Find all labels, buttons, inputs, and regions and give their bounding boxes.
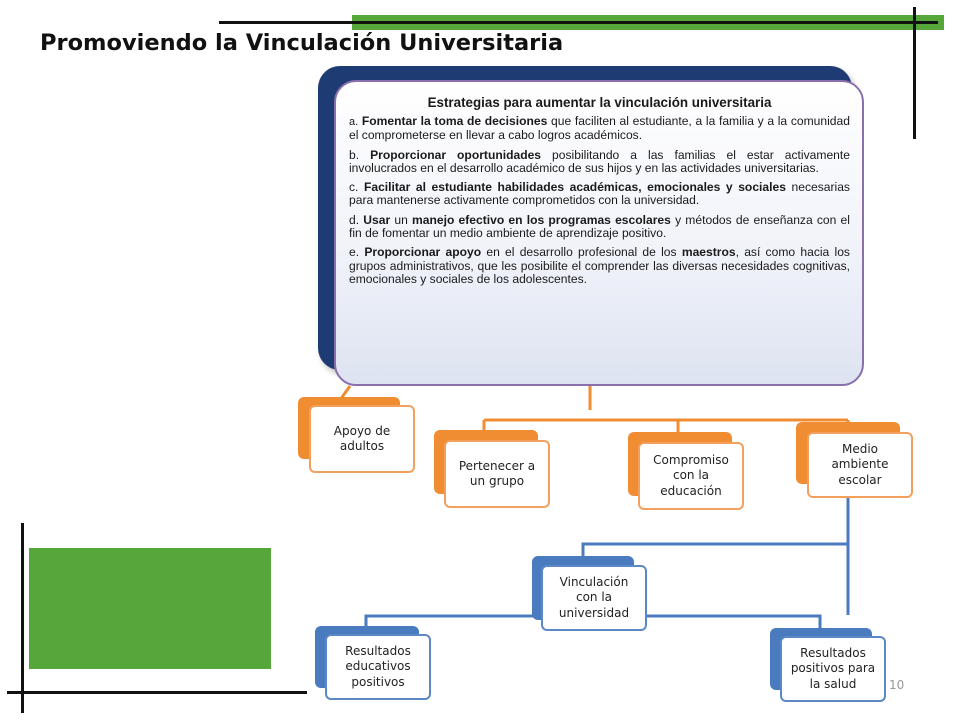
orange-connectors [338, 385, 850, 432]
strategies-panel: Estrategias para aumentar la vinculación… [334, 80, 864, 386]
strategy-item-d: d. Usar un manejo efectivo en los progra… [349, 212, 850, 241]
blue-connectors [364, 498, 850, 630]
top-right-vertical-rule [913, 7, 916, 139]
compromiso-label: Compromiso con la educación [653, 452, 729, 498]
pertenecer-label: Pertenecer a un grupo [458, 458, 536, 489]
green-decorative-box [29, 548, 271, 669]
strategy-item-c: c. Facilitar al estudiante habilidades a… [349, 180, 850, 208]
apoyo-node: Apoyo de adultos [309, 405, 415, 473]
strategy-item-e: e. Proporcionar apoyo en el desarrollo p… [349, 245, 850, 286]
medio-label: Medio ambiente escolar [831, 441, 889, 487]
vinculacion-node: Vinculación con la universidad [541, 565, 647, 631]
slide-title: Promoviendo la Vinculación Universitaria [40, 30, 564, 56]
compromiso-node: Compromiso con la educación [638, 442, 744, 510]
bottom-horizontal-rule [7, 691, 307, 694]
panel-title: Estrategias para aumentar la vinculación… [427, 95, 772, 110]
educativos-node: Resultados educativos positivos [325, 634, 431, 700]
medio-node: Medio ambiente escolar [807, 432, 913, 498]
strategy-item-b: b. Proporcionar oportunidades posibilita… [349, 147, 850, 175]
vinculacion-label: Vinculación con la universidad [558, 574, 630, 620]
connector-to-vinculacion [581, 542, 848, 556]
salud-label: Resultados positivos para la salud [790, 645, 876, 691]
page-number: 10 [889, 678, 905, 692]
connector-to-salud [593, 614, 822, 628]
bottom-left-vertical-rule [21, 523, 24, 713]
educativos-label: Resultados educativos positivos [345, 643, 411, 689]
top-horizontal-rule [219, 21, 938, 24]
pertenecer-node: Pertenecer a un grupo [444, 440, 550, 508]
apoyo-label: Apoyo de adultos [333, 423, 391, 454]
salud-node: Resultados positivos para la salud [780, 636, 886, 702]
strategy-item-a: a. Fomentar la toma de decisiones que fa… [349, 114, 850, 143]
